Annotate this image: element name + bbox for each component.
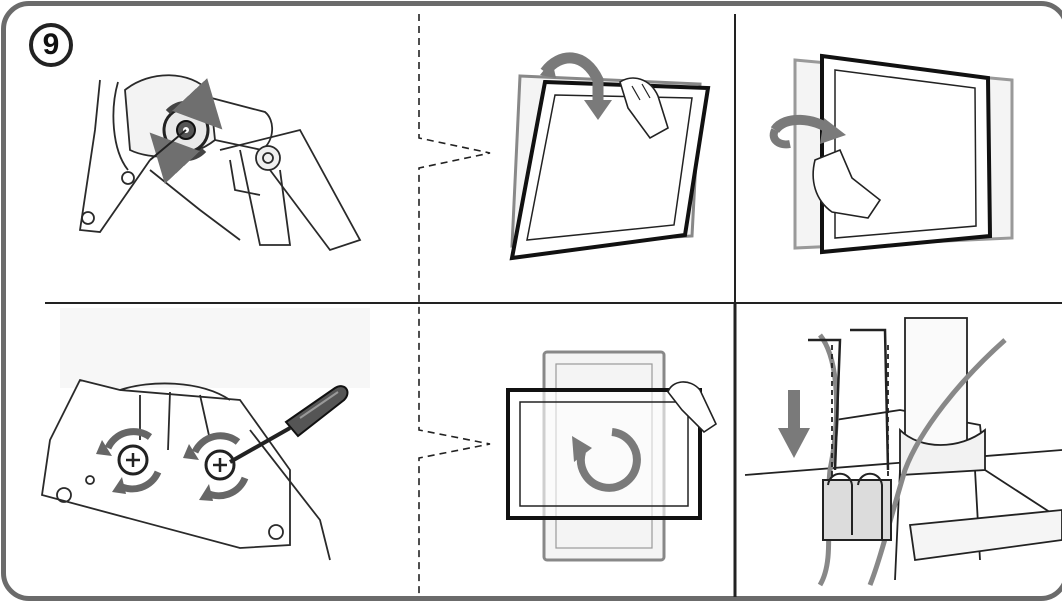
screwdriver-icon — [229, 385, 349, 464]
swivel-arrow-icon — [769, 114, 846, 149]
tilt-arrow-icon — [540, 52, 612, 120]
panel-monitor-rotate — [506, 350, 718, 562]
down-arrow-icon — [778, 390, 810, 458]
rotate-arrow-icon — [572, 428, 641, 492]
panel-vesa-screws — [40, 308, 370, 561]
vesa-screw-right — [183, 432, 249, 501]
panel-monitor-swivel — [793, 53, 1014, 255]
step-number-badge: 9 — [29, 23, 73, 67]
tension-knob-rotate-icon — [149, 78, 223, 184]
panel-dividers — [45, 14, 1062, 597]
panel-cable-clip — [744, 317, 1062, 587]
vesa-screw-left — [96, 428, 162, 494]
panel-arm-tension-knob — [78, 74, 362, 252]
panel-monitor-tilt — [509, 74, 711, 261]
